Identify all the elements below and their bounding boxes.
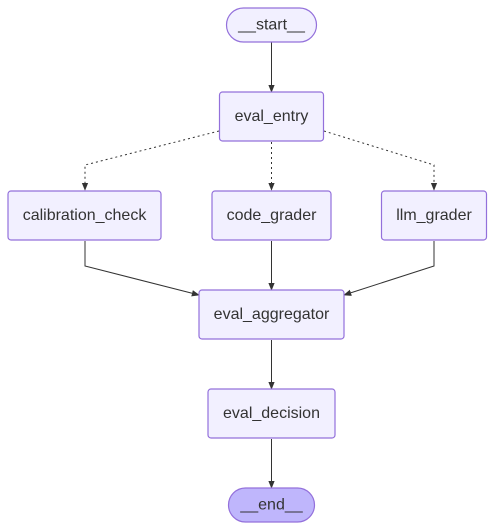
edge-eval-entry-to-calibration-check	[81, 130, 220, 191]
node-end-label: __end__	[239, 497, 303, 514]
node-calibration-check[interactable]: calibration_check	[7, 190, 162, 241]
edge-llm-grader-to-eval-aggregator	[343, 241, 435, 296]
node-code-grader-shape	[211, 190, 332, 241]
node-start[interactable]: __start__	[225, 7, 318, 43]
edge-calibration-check-to-eval-aggregator	[84, 241, 200, 297]
node-eval-decision-shape	[207, 388, 336, 439]
node-eval-aggregator[interactable]: eval_aggregator	[198, 289, 345, 340]
node-llm-grader-shape	[380, 190, 488, 241]
node-calibration-check-label: calibration_check	[23, 207, 148, 224]
node-eval-entry[interactable]: eval_entry	[218, 91, 325, 142]
node-code-grader[interactable]: code_grader	[211, 190, 332, 241]
node-end-shape	[227, 487, 316, 523]
node-start-label: __start__	[237, 17, 306, 34]
node-eval-entry-shape	[218, 91, 325, 142]
node-eval-entry-label: eval_entry	[235, 108, 309, 125]
node-start-shape	[225, 7, 318, 43]
node-code-grader-label: code_grader	[227, 207, 318, 224]
node-eval-aggregator-shape	[198, 289, 345, 340]
edge-eval-entry-to-llm-grader	[323, 130, 438, 191]
node-eval-decision-label: eval_decision	[223, 405, 320, 422]
node-llm-grader-label: llm_grader	[396, 207, 472, 224]
node-eval-aggregator-label: eval_aggregator	[214, 306, 330, 323]
node-eval-decision[interactable]: eval_decision	[207, 388, 336, 439]
node-calibration-check-shape	[7, 190, 162, 241]
node-llm-grader[interactable]: llm_grader	[380, 190, 488, 241]
node-end[interactable]: __end__	[227, 487, 316, 523]
edges	[81, 42, 438, 489]
